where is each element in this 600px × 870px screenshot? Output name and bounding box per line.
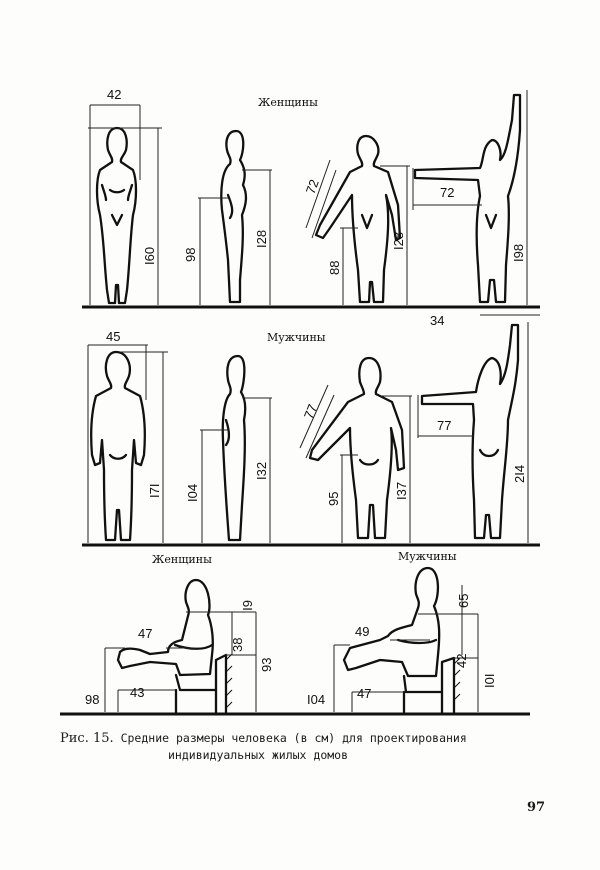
dim-man-thigh-length: 49 [355,624,369,639]
woman-seated-dimensions: 47 43 98 6I 38 93 [85,600,274,712]
woman-front-figure [95,126,138,305]
figure-number: Рис. 15. [60,731,114,746]
dim-man-reach: 77 [437,418,451,433]
dim-man-seat-height: 47 [357,686,371,701]
page-number: 97 [527,800,546,815]
dim-woman-arm-length: 72 [303,177,322,196]
caption-line-2: индивидуальных жилых домов [168,748,349,762]
men-heading: Мужчины [267,331,326,344]
dim-man-crotch-height: 95 [326,492,341,506]
woman-arm-raised-figure [413,93,522,304]
dim-man-shoulder-width: 45 [106,329,120,344]
men-seated-heading: Мужчины [398,550,457,563]
dim-man-reach-height: 2I4 [512,465,527,483]
man-arm-down-dimensions: 77 95 I37 [299,384,412,543]
man-arm-raised-figure [420,323,520,540]
figure-caption: Рис. 15. Средние размеры человека (в см)… [60,730,580,764]
man-arm-raised-dimensions: 77 2I4 [417,322,529,543]
woman-seated-chair [174,653,233,716]
dim-woman-height: I60 [142,247,157,265]
woman-arm-down-dimensions: 72 88 I28 [303,159,410,305]
dim-woman-crotch-height: 88 [327,261,342,275]
dim-woman-reach: 72 [440,185,454,200]
dim-woman-seat-height: 43 [130,685,144,700]
man-side-dimensions: I04 I32 [185,397,272,543]
dim-man-hand-height: I04 [185,484,200,502]
women-seated-heading: Женщины [152,553,212,566]
women-heading: Женщины [258,96,318,109]
woman-side-dimensions: 98 I28 [183,169,272,305]
dim-woman-leg-length: 98 [85,692,99,707]
dim-man-shoulder-height-2: I37 [394,482,409,500]
dim-woman-hand-height: 98 [183,248,198,262]
dim-man-elbow-height: 42 [454,654,469,668]
man-front-figure [90,350,146,542]
dim-woman-reach-height: I98 [511,244,526,262]
dim-woman-shoulder-above-seat: 6I [240,600,255,611]
woman-side-figure [220,129,248,304]
woman-seated-figure [116,578,214,677]
man-seated-figure [342,566,441,678]
dim-woman-elbow-height: 38 [230,638,245,652]
dim-woman-shoulder-width: 42 [107,87,121,102]
dim-man-height: I7I [147,484,162,498]
man-arm-down-figure [308,356,406,540]
dim-man-shoulder-height: I32 [254,462,269,480]
man-seated-chair [402,656,461,716]
dim-woman-thigh-length: 47 [138,626,152,641]
dim-man-shoulder-above-seat: 65 [456,594,471,608]
man-side-figure [221,354,247,542]
dim-woman-base: 34 [430,313,444,328]
caption-line-1: Средние размеры человека (в см) для прое… [120,731,467,745]
woman-front-dimensions: 42 I60 [88,87,162,305]
man-seated-dimensions: 49 47 I04 65 42 I0I [307,585,497,712]
woman-arm-raised-dimensions: 72 I98 34 [412,90,540,328]
dim-woman-shoulder-height: I28 [254,230,269,248]
dim-man-total-height: I0I [482,674,497,688]
dim-man-arm-length: 77 [301,402,320,421]
dim-woman-shoulder-height-2: I28 [391,232,406,250]
man-front-dimensions: 45 I7I [87,329,168,543]
woman-arm-down-figure [314,134,402,304]
dim-man-leg-length: I04 [307,692,325,707]
dim-woman-total-height: 93 [259,658,274,672]
